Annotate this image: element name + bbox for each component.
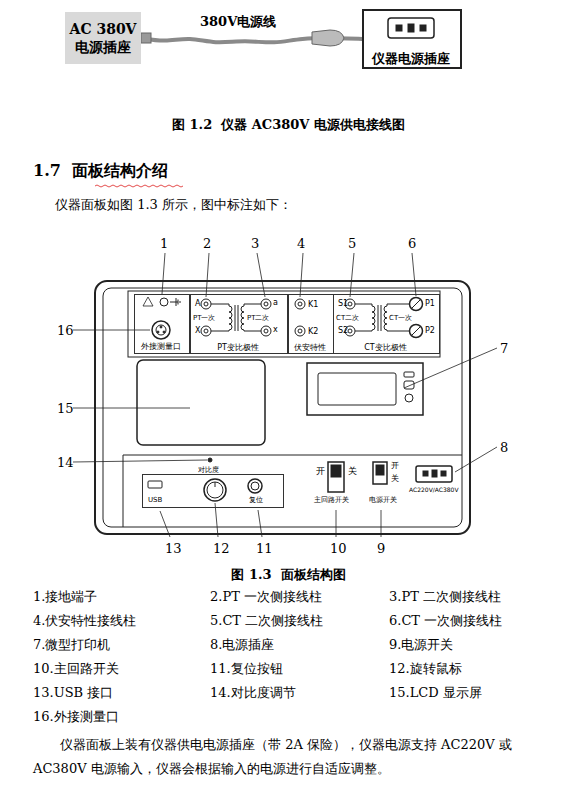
body-text: 仪器面板上装有仪器供电电源插座（带 2A 保险），仪器电源支持 AC220V 或… [33, 733, 555, 781]
terminal-label: PT二次 [247, 314, 270, 322]
callout-number: 5 [348, 236, 356, 252]
list-item: 12.旋转鼠标 [389, 661, 462, 677]
power-socket [416, 466, 452, 482]
list-item: 1.接地端子 [33, 589, 97, 605]
contrast-knob [208, 458, 212, 462]
panel-label: 关 [348, 466, 357, 477]
reset-button [248, 479, 262, 493]
cable-plug [312, 30, 344, 46]
terminal-label: 伏安特性 [289, 343, 331, 353]
callout-number: 2 [203, 236, 211, 252]
list-item: 2.PT 一次侧接线柱 [210, 589, 322, 605]
spell-underline [95, 185, 183, 187]
terminal-label: K2 [308, 327, 318, 337]
terminal-label: PT一次 [193, 314, 216, 322]
section-heading: 1.7 面板结构介绍 [33, 161, 168, 180]
va-module: K1K2 伏安特性 [288, 294, 334, 354]
power-outlet-box: AC 380V 电源插座 [65, 12, 141, 64]
leader-lines [73, 253, 497, 537]
socket-icon [388, 18, 434, 38]
panel-label: 电源开关 [369, 496, 397, 504]
lcd-screen [137, 360, 265, 445]
terminal-label: A [195, 299, 200, 309]
terminal-label: P1 [425, 299, 435, 309]
callout-number: 12 [213, 541, 230, 557]
list-item: 7.微型打印机 [33, 637, 110, 653]
callout-number: 1 [160, 236, 168, 252]
panel-label: 主回路开关 [314, 496, 349, 504]
callout-number: 9 [377, 541, 385, 557]
plug-prongs [141, 33, 151, 43]
list-item: 3.PT 二次侧接线柱 [389, 589, 501, 605]
callout-number: 13 [165, 541, 182, 557]
callout-number: 7 [500, 341, 508, 357]
figure-caption: 图 1.2 仪器 AC380V 电源供电接线图 [0, 117, 577, 133]
usb-port [148, 481, 162, 488]
callout-number: 10 [330, 541, 347, 557]
callout-number: 11 [256, 541, 273, 557]
list-item: 11.复位按钮 [210, 661, 283, 677]
list-item: 13.USB 接口 [33, 685, 113, 701]
node-label: AC 380V 电源插座 [69, 20, 137, 56]
list-item: 5.CT 二次侧接线柱 [210, 613, 323, 629]
measure-port-module: 外接测量口 [134, 294, 190, 354]
terminal-label: S2 [338, 326, 348, 336]
terminal-label: USB [148, 496, 162, 504]
callout-number: 3 [251, 236, 259, 252]
panel-label: 开 [316, 466, 325, 477]
micro-printer [307, 363, 423, 415]
callout-number: 4 [297, 236, 305, 252]
terminal-label: CT二次 [336, 314, 359, 322]
list-item: 8.电源插座 [210, 637, 274, 653]
terminal-label: X [195, 326, 200, 336]
panel-inner [103, 288, 462, 527]
va-terminals [295, 299, 305, 336]
panel-label: 对比度 [198, 466, 219, 474]
main-switch [328, 462, 344, 492]
ground-terminal [143, 297, 180, 306]
node-label: 仪器电源插座 [364, 51, 458, 67]
callout-number: 8 [500, 440, 508, 456]
cable-label: 380V电源线 [198, 14, 278, 30]
terminal-label: S1 [338, 299, 348, 309]
terminal-label: P2 [425, 326, 435, 336]
terminal-label: a [273, 298, 278, 308]
power-switch [373, 462, 387, 484]
list-item: 14.对比度调节 [210, 685, 296, 701]
panel-label: 开 [391, 461, 399, 471]
ct-module: S1S2 CT二次 CT一次 P1P2CT变比极性 [333, 294, 440, 354]
body-text: 仪器面板如图 1.3 所示，图中标注如下： [55, 197, 292, 213]
callout-number: 6 [408, 236, 416, 252]
callout-number: 16 [57, 323, 74, 339]
terminal-label: CT变比极性 [334, 343, 437, 353]
callout-number: 15 [57, 401, 74, 417]
rotary-mouse [204, 479, 226, 501]
list-item: 6.CT 一次侧接线柱 [389, 613, 502, 629]
panel-band [123, 455, 462, 527]
callout-number: 14 [57, 455, 74, 471]
terminal-label: x [273, 325, 278, 335]
terminal-label: 复位 [249, 496, 263, 504]
terminal-label: PT变比极性 [191, 343, 285, 353]
figure-caption: 图 1.3 面板结构图 [0, 567, 577, 583]
list-item: 15.LCD 显示屏 [389, 685, 482, 701]
list-item: 10.主回路开关 [33, 661, 119, 677]
pt-module: A X PT一次 PT二次a xPT变比极性 [190, 294, 288, 354]
list-item: 16.外接测量口 [33, 709, 119, 725]
terminal-frame [128, 291, 440, 357]
panel-label: AC220V/AC380V [409, 486, 459, 493]
list-item: 9.电源开关 [389, 637, 453, 653]
node-label: 外接测量口 [135, 342, 187, 352]
measure-port [152, 321, 170, 339]
terminal-label: K1 [308, 300, 318, 310]
list-item: 4.伏安特性接线柱 [33, 613, 136, 629]
terminal-label: CT一次 [389, 314, 412, 322]
control-strip: USB 复位 [142, 474, 284, 508]
panel-housing [95, 281, 470, 534]
panel-label: 关 [391, 474, 399, 484]
instrument-socket-box: 仪器电源插座 [362, 9, 462, 69]
